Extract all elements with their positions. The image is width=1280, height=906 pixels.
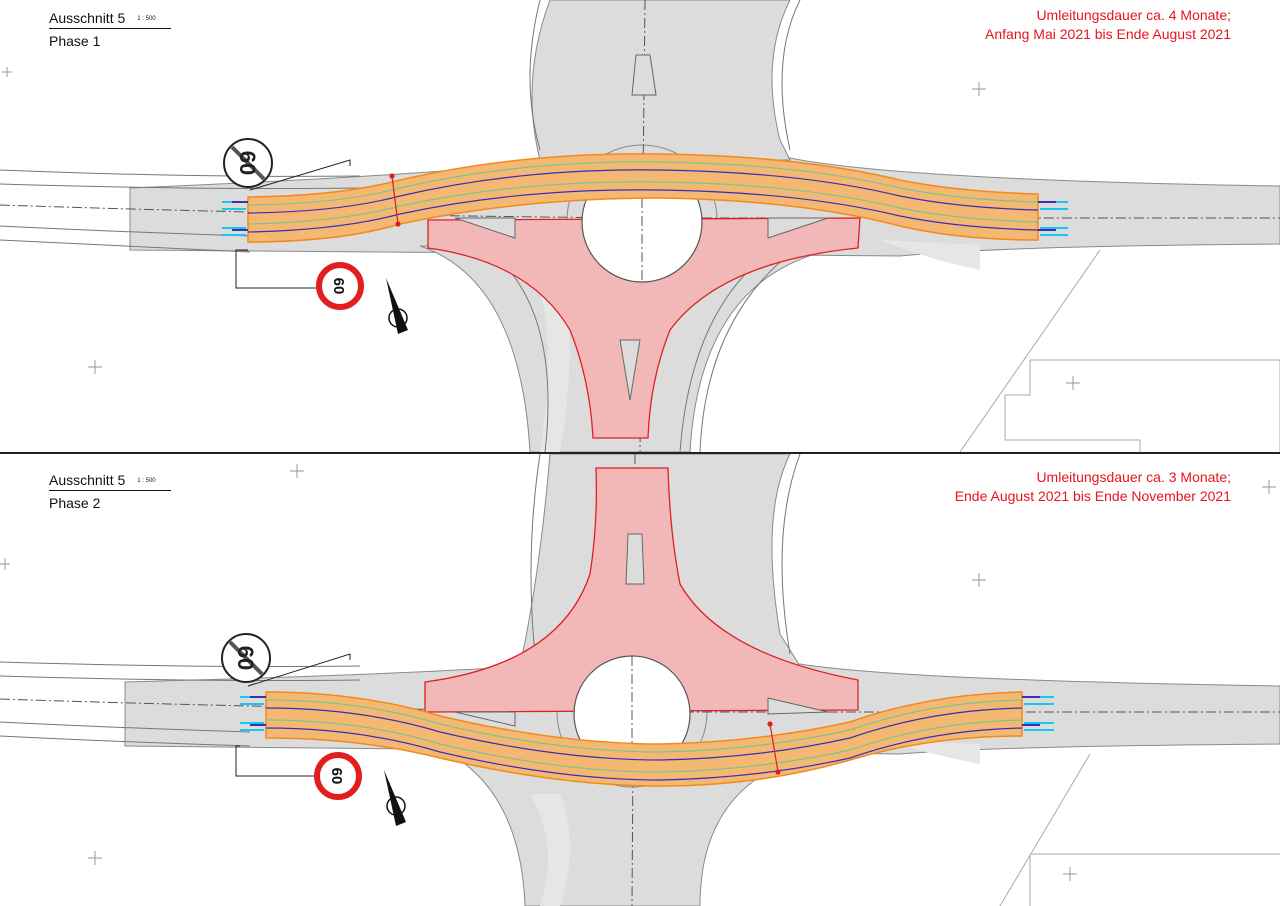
building-outlines bbox=[999, 753, 1280, 906]
lane-arrows bbox=[222, 201, 1068, 236]
survey-crosses bbox=[2, 67, 1080, 390]
detour-lane-lines bbox=[265, 699, 1023, 781]
end-speed-limit-sign: 60 bbox=[221, 633, 271, 683]
phase-1-panel: 60 60 Ausschnitt 5 1 : 500 Phase 1 Umleit… bbox=[0, 0, 1280, 452]
north-arrow-icon bbox=[386, 278, 408, 334]
panel-divider bbox=[0, 452, 1280, 454]
svg-text:60: 60 bbox=[328, 768, 345, 785]
duration-note-line2: Ende August 2021 bis Ende November 2021 bbox=[954, 488, 1231, 504]
speed-limit-sign: 60 bbox=[314, 752, 362, 800]
duration-note-line1: Umleitungsdauer ca. 3 Monate; bbox=[1036, 469, 1231, 485]
splitter-islands bbox=[454, 533, 829, 727]
building-outlines bbox=[959, 249, 1280, 452]
north-arrow-icon bbox=[384, 770, 406, 826]
scale-label: 1 : 500 bbox=[137, 478, 156, 485]
phase-label: Phase 2 bbox=[49, 495, 101, 511]
detour-band bbox=[265, 691, 1023, 787]
section-header: Ausschnitt 5 1 : 500 Phase 1 bbox=[49, 10, 171, 49]
phase-2-map: 60 60 bbox=[0, 454, 1280, 906]
phase-2-panel: 60 60 Ausschnitt 5 1 : 500 Phase 2 Umleit… bbox=[0, 454, 1280, 906]
svg-text:60: 60 bbox=[330, 278, 347, 295]
section-label: Ausschnitt 5 bbox=[49, 472, 126, 488]
duration-note: Umleitungsdauer ca. 4 Monate; Anfang Mai… bbox=[985, 6, 1231, 44]
width-marker bbox=[389, 173, 401, 227]
closure-area bbox=[427, 217, 861, 439]
phase-label: Phase 1 bbox=[49, 33, 101, 49]
svg-text:60: 60 bbox=[235, 151, 260, 175]
section-header: Ausschnitt 5 1 : 500 Phase 2 bbox=[49, 472, 171, 511]
duration-note-line1: Umleitungsdauer ca. 4 Monate; bbox=[1036, 7, 1231, 23]
width-marker bbox=[767, 721, 781, 775]
duration-note: Umleitungsdauer ca. 3 Monate; Ende Augus… bbox=[955, 468, 1231, 506]
duration-note-line2: Anfang Mai 2021 bis Ende August 2021 bbox=[985, 26, 1231, 42]
svg-text:60: 60 bbox=[233, 646, 258, 670]
closure-area bbox=[424, 467, 859, 713]
phase-1-map: 60 60 bbox=[0, 0, 1280, 452]
lane-arrows bbox=[240, 696, 1054, 731]
road-edge-lines bbox=[0, 0, 801, 452]
survey-crosses bbox=[0, 464, 1276, 881]
speed-limit-sign: 60 bbox=[316, 262, 364, 310]
end-speed-limit-sign: 60 bbox=[223, 138, 273, 188]
road-edge-lines bbox=[0, 454, 801, 747]
scale-label: 1 : 500 bbox=[137, 16, 156, 23]
splitter-islands bbox=[454, 54, 829, 401]
section-label: Ausschnitt 5 bbox=[49, 10, 126, 26]
detour-lane-lines bbox=[247, 161, 1039, 233]
